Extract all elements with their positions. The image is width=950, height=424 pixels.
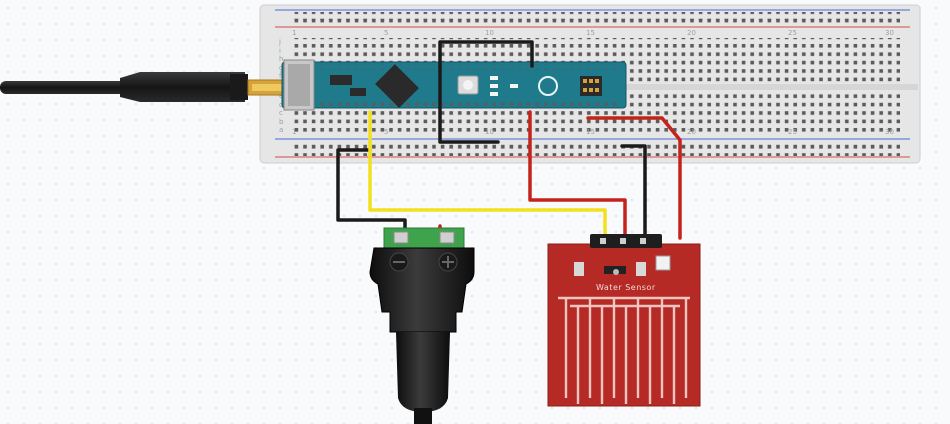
- jack-cable-wire: [414, 408, 432, 424]
- usb-cable-wire: [0, 81, 130, 94]
- wire-yellow-signal: [368, 110, 607, 240]
- rail-bottom-holes-2: [290, 148, 900, 156]
- sensor-power-led: [655, 255, 671, 271]
- column-number: 5: [384, 128, 388, 136]
- sensor-pin-signal: [600, 238, 606, 244]
- reset-button-cap: [463, 80, 473, 90]
- rail-bottom-holes-1: [290, 141, 900, 149]
- jack-cable-sleeve: [396, 332, 450, 412]
- row-letter: b: [279, 118, 284, 126]
- led: [490, 84, 498, 88]
- sensor-smd: [613, 269, 619, 275]
- row-letter: g: [279, 64, 283, 72]
- sensor-pin-vcc: [620, 238, 626, 244]
- rail-top-holes-1: [290, 12, 900, 20]
- wire-red-rail: [586, 116, 682, 240]
- row-letter: e: [279, 92, 283, 100]
- row-letter: h: [279, 55, 283, 63]
- usb-cable: [0, 72, 289, 102]
- wires: [336, 40, 682, 240]
- screw-terminal-right: [439, 231, 455, 244]
- led: [510, 84, 518, 88]
- column-number: 10: [485, 128, 494, 136]
- header-pins-top: [320, 64, 620, 70]
- row-letter: d: [279, 101, 283, 109]
- usb-cable-housing: [120, 72, 245, 102]
- column-number: 30: [885, 128, 894, 136]
- small-ic: [350, 88, 366, 96]
- column-number: 20: [687, 29, 696, 37]
- row-letter-labels: j i h g f e d c b a: [278, 38, 284, 134]
- column-number: 15: [586, 29, 595, 37]
- arduino-nano: [281, 59, 627, 111]
- usb-cable-collar: [230, 74, 248, 100]
- column-number: 25: [788, 128, 797, 136]
- led: [490, 76, 498, 80]
- wire-red-vcc: [528, 110, 627, 240]
- column-number: 15: [586, 128, 595, 136]
- sensor-resistor: [636, 262, 646, 276]
- wire-black-top-loop: [438, 40, 534, 68]
- wire-black-gnd-to-rail: [438, 64, 500, 144]
- row-letter: a: [279, 126, 283, 134]
- usb-plug-contacts: [252, 84, 284, 91]
- column-number: 30: [885, 29, 894, 37]
- led: [490, 92, 498, 96]
- column-number: 1: [292, 128, 296, 136]
- rail-top-holes-2: [290, 18, 900, 26]
- row-letter: f: [279, 72, 282, 80]
- sensor-resistor: [574, 262, 584, 276]
- wire-black-to-jack: [336, 148, 407, 234]
- water-sensor: Water Sensor: [547, 234, 701, 407]
- arduino-logo-icon: [538, 76, 558, 96]
- sensor-pin-gnd: [640, 238, 646, 244]
- column-number-labels: 1 5 10 15 20 25 30 1 5 10 15 20 25 30: [292, 29, 894, 136]
- sensor-traces: [558, 296, 690, 404]
- column-number: 1: [292, 29, 296, 37]
- row-letter: j: [278, 38, 281, 46]
- small-ic: [330, 75, 352, 85]
- barrel-jack-body: [369, 247, 475, 333]
- row-letter: i: [279, 47, 281, 55]
- sensor-label: Water Sensor: [596, 283, 656, 292]
- screw-terminal-left: [393, 231, 409, 244]
- row-letter: c: [279, 109, 283, 117]
- column-number: 5: [384, 29, 388, 37]
- header-pins-bottom: [320, 100, 620, 106]
- microcontroller-chip: [375, 64, 419, 108]
- column-number: 10: [485, 29, 494, 37]
- column-number: 20: [687, 128, 696, 136]
- dc-barrel-jack: [369, 227, 475, 424]
- mini-usb-port-inner: [288, 64, 310, 106]
- column-number: 25: [788, 29, 797, 37]
- arduino-pcb: [281, 61, 627, 109]
- wire-black-sensor-gnd: [620, 144, 647, 240]
